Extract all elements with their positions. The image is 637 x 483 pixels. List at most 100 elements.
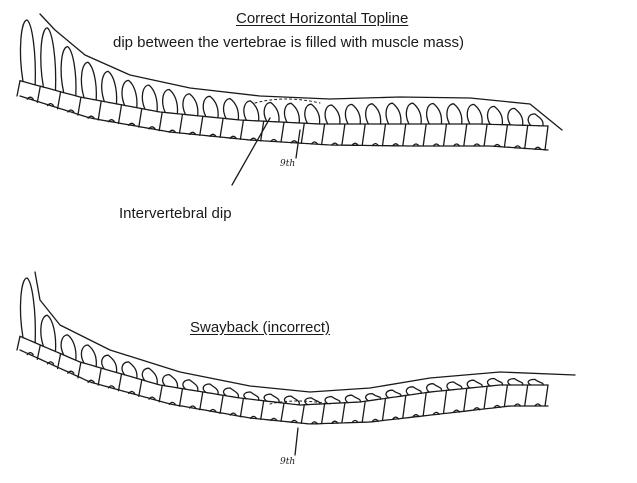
spinous-process <box>508 108 523 125</box>
vertebra-divider <box>98 101 101 120</box>
spinous-process <box>163 375 178 388</box>
vertebra-divider <box>180 114 183 133</box>
vertebra-divider <box>301 405 304 424</box>
vertebra-divider <box>281 403 284 421</box>
vertebra-divider <box>423 124 426 146</box>
spinous-process <box>81 345 96 367</box>
bottom-diagram-heading: Swayback (incorrect) <box>190 320 330 335</box>
vertebra-divider <box>261 401 264 420</box>
spinous-process <box>447 104 462 124</box>
top-vertebra-marker: 9th <box>280 160 295 169</box>
intervertebral-dip-label: Intervertebral dip <box>119 206 232 221</box>
vertebra-divider <box>342 403 345 423</box>
spinous-process <box>386 103 401 124</box>
spinous-process <box>345 104 360 124</box>
vertebra-divider <box>342 124 345 145</box>
vertebra-divider <box>220 118 223 137</box>
spinous-process <box>488 106 503 124</box>
vertebra-divider <box>504 125 507 147</box>
vertebra-divider <box>240 120 243 139</box>
spinous-process <box>61 335 76 360</box>
ninth-vertebra-marker-line <box>295 428 298 455</box>
vertebra-divider <box>484 386 487 408</box>
spinous-process <box>284 103 299 123</box>
vertebra-divider <box>220 395 223 413</box>
vertebra-divider <box>119 374 122 391</box>
spinous-process <box>20 20 35 85</box>
vertebra-divider <box>403 124 406 146</box>
spinous-process <box>528 114 543 126</box>
spinous-process <box>142 85 157 111</box>
vertebra-divider <box>464 124 467 146</box>
vertebra-divider <box>504 385 507 406</box>
spinous-process <box>224 99 239 120</box>
top-diagram-subheading: dip between the vertebrae is filled with… <box>113 35 464 50</box>
vertebra-divider <box>464 388 467 411</box>
vertebra-divider <box>159 112 162 130</box>
vertebra-divider <box>200 116 203 135</box>
spinous-process <box>20 278 35 343</box>
vertebra-divider <box>240 398 243 416</box>
vertebra-divider <box>301 123 304 143</box>
vertebra-divider <box>383 124 386 146</box>
vertebra-divider <box>98 368 101 385</box>
vertebra-divider <box>383 398 386 420</box>
vertebra-divider <box>78 97 81 115</box>
spinous-process <box>81 62 96 100</box>
spinous-process <box>508 379 523 385</box>
spinous-process <box>183 94 198 116</box>
vertebra-divider <box>78 362 81 378</box>
spinous-process <box>528 379 543 385</box>
bottom-vertebra-marker: 9th <box>280 458 295 467</box>
back-outline <box>40 14 562 130</box>
vertebra-divider <box>484 124 487 146</box>
vertebra-divider <box>525 385 528 406</box>
vertebra-divider <box>322 404 325 424</box>
vertebra-divider <box>423 393 426 416</box>
spinous-process <box>203 96 218 118</box>
vertebra-divider <box>58 92 61 109</box>
swayback-spine <box>17 272 575 455</box>
vertebra-divider <box>200 392 203 410</box>
spinous-process <box>41 28 56 91</box>
vertebra-divider <box>139 109 142 128</box>
vertebra-divider <box>37 345 40 359</box>
spinous-process <box>264 103 279 122</box>
vertebra-divider <box>180 389 183 407</box>
ninth-vertebra-marker-line <box>296 130 300 158</box>
vertebra-divider <box>119 105 122 124</box>
vertebra-divider <box>444 390 447 413</box>
spinous-process <box>102 71 117 103</box>
vertebral-body-top-edge <box>20 336 548 405</box>
vertebra-divider <box>545 126 548 150</box>
spinous-process <box>366 104 381 124</box>
vertebra-divider <box>37 86 40 102</box>
vertebra-divider <box>281 122 284 142</box>
vertebra-divider <box>58 354 61 369</box>
vertebra-divider <box>17 336 20 350</box>
spinous-process <box>244 101 259 121</box>
spinous-process <box>467 104 482 124</box>
spinous-process <box>305 104 320 124</box>
vertebra-divider <box>545 385 548 406</box>
spinous-process <box>325 105 340 124</box>
spinous-process <box>406 103 421 124</box>
vertebra-divider <box>17 81 20 96</box>
vertebra-divider <box>362 124 365 145</box>
vertebra-divider <box>362 401 365 422</box>
spinous-process <box>122 80 137 107</box>
spinous-process <box>163 90 178 114</box>
spinous-process <box>427 104 442 125</box>
vertebra-divider <box>403 396 406 418</box>
vertebra-divider <box>139 380 142 397</box>
vertebra-divider <box>525 125 528 148</box>
vertebra-divider <box>322 124 325 145</box>
vertebra-divider <box>159 385 162 401</box>
spinous-process <box>41 315 56 351</box>
top-diagram-heading: Correct Horizontal Topline <box>236 11 408 26</box>
intervertebral-dip-dashes <box>255 99 320 103</box>
vertebra-divider <box>444 124 447 146</box>
intervertebral-dip-pointer-line <box>232 118 270 185</box>
